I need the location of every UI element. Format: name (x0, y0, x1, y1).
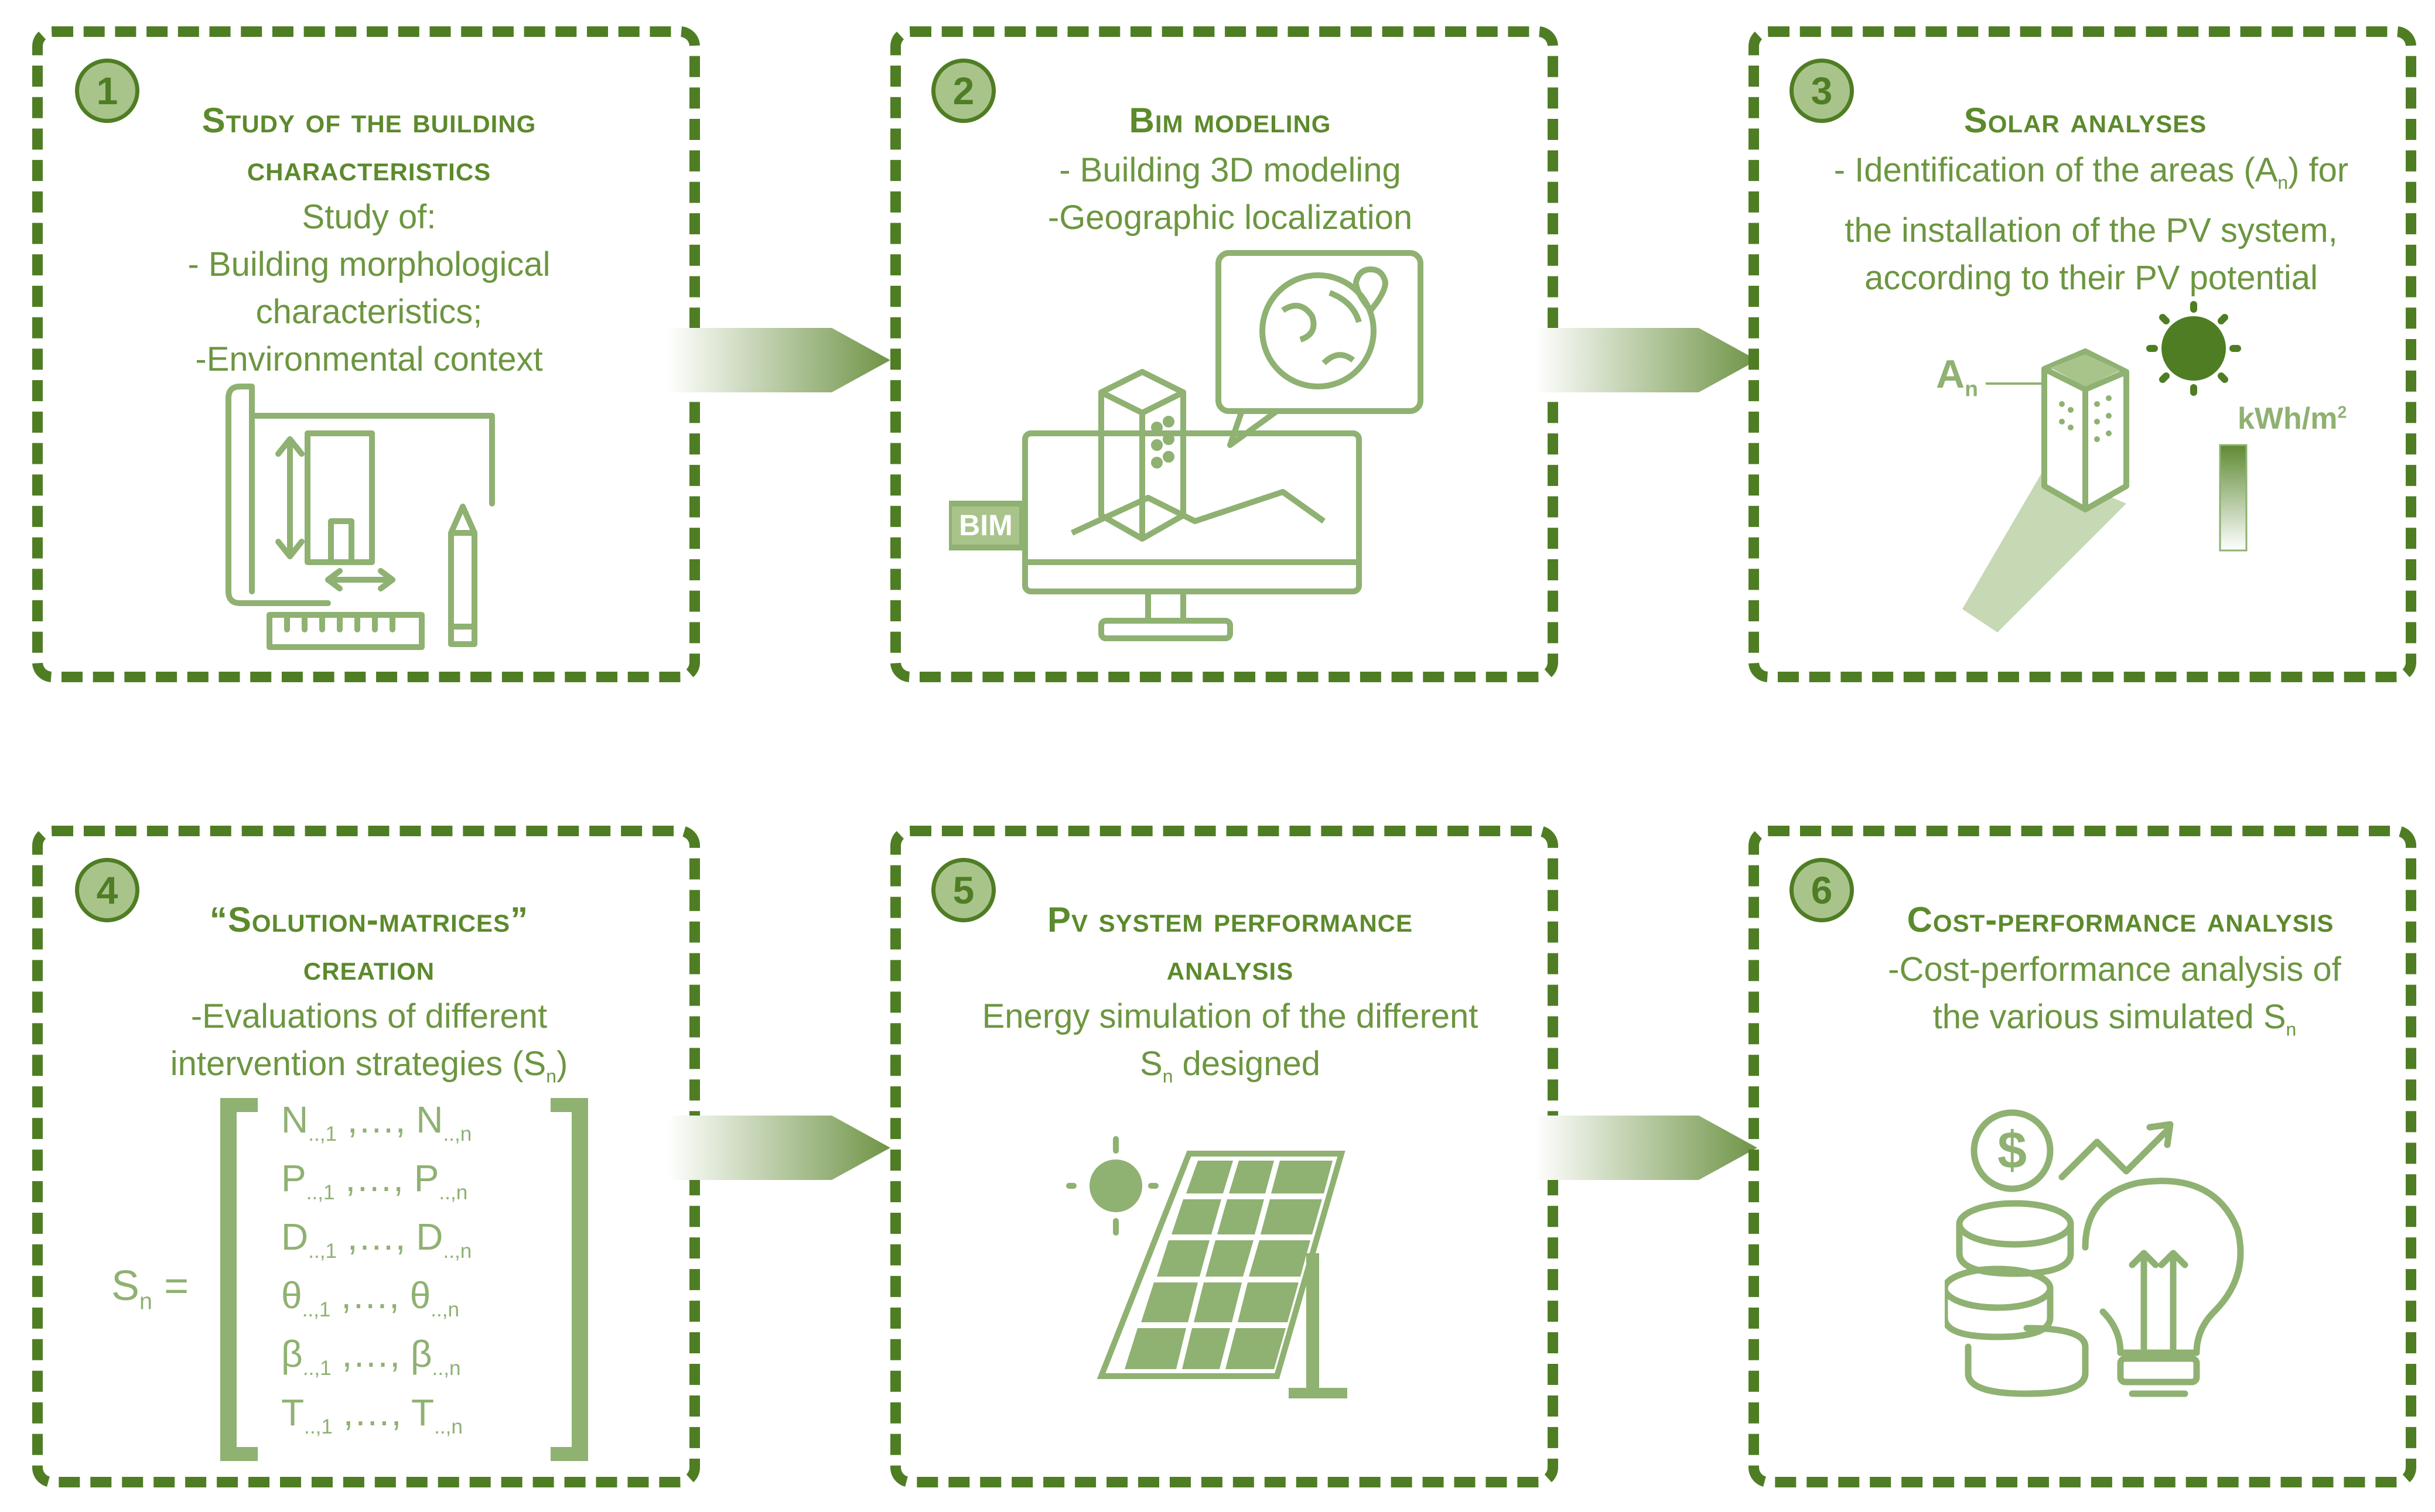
arrow-step-4-to-5 (668, 1116, 890, 1180)
step-1-body-line-3: characteristics; (255, 293, 483, 331)
step-6-body: -Cost-performance analysis of the variou… (1822, 946, 2407, 1053)
step-5-number: 5 (931, 858, 996, 922)
step-2-title-line-1: Bim modeling (1129, 101, 1331, 140)
step-5-body-line-1: Energy simulation of the different (982, 997, 1478, 1035)
step-6-body-line-2: the various simulated Sn (1932, 998, 2297, 1040)
area-label: An (1936, 352, 1978, 401)
step-6-body-line-1: -Cost-performance analysis of (1888, 950, 2341, 988)
step-6-box (1748, 826, 2416, 1487)
step-6-number: 6 (1789, 858, 1854, 922)
step-4-body-line-2: intervention strategies (Sn) (170, 1045, 568, 1087)
step-3-title: Solar analyses (1804, 97, 2366, 145)
step-3-body: - Identification of the areas (An) for t… (1792, 146, 2390, 302)
matrix-row-6: T..,1 ,…, T..,n (281, 1391, 463, 1438)
step-3-box (1748, 26, 2416, 682)
step-5-box (890, 826, 1558, 1487)
step-2-number: 2 (931, 59, 996, 123)
step-1-title-line-1: Study of the building (202, 101, 537, 140)
step-1-title: Study of the building characteristics (88, 97, 650, 193)
step-2-body: - Building 3D modeling -Geographic local… (949, 146, 1511, 241)
arrow-step-1-to-2 (668, 328, 890, 392)
step-1-title-line-2: characteristics (247, 149, 491, 188)
matrix-row-2: P..,1 ,…, P..,n (281, 1157, 468, 1204)
arrow-step-2-to-3 (1535, 328, 1757, 392)
svg-text:$: $ (1997, 1121, 2027, 1180)
step-4-body-line-1: -Evaluations of different (190, 997, 548, 1035)
step-6-title: Cost-performance analysis (1839, 896, 2402, 944)
matrix-row-3: D..,1 ,…, D..,n (281, 1216, 472, 1263)
step-4-title-line-1: “Solution-matrices” (209, 900, 529, 939)
step-1-body-line-2: - Building morphological (187, 245, 551, 283)
matrix-row-1: N..,1 ,…, N..,n (281, 1099, 472, 1145)
step-5-title-line-1: Pv system performance (1047, 900, 1413, 939)
matrix-brackets (220, 1098, 588, 1461)
step-2-title: Bim modeling (949, 97, 1511, 145)
step-5-body-line-2: Sn designed (1140, 1045, 1320, 1087)
arrow-step-5-to-6 (1535, 1116, 1757, 1180)
step-3-body-line-2: the installation of the PV system, (1845, 211, 2338, 249)
step-3-number: 3 (1789, 59, 1854, 123)
step-5-body: Energy simulation of the different Sn de… (937, 993, 1523, 1100)
step-5-title-line-2: analysis (1166, 948, 1294, 987)
unit-label: kWh/m2 (2238, 402, 2347, 436)
solar-panel-icon (1066, 1136, 1347, 1398)
matrix-lhs: Sn = (111, 1263, 189, 1315)
step-1-box (32, 26, 700, 682)
step-3-title-line-1: Solar analyses (1963, 101, 2207, 140)
step-4-title-line-2: creation (303, 948, 435, 987)
step-1-body: Study of: - Building morphological chara… (88, 193, 650, 383)
step-4-number: 4 (75, 858, 139, 922)
bim-badge-text: BIM (959, 509, 1013, 542)
step-2-box (890, 26, 1558, 682)
matrix-row-5: β..,1 ,…, β..,n (281, 1333, 461, 1380)
step-2-body-line-2: -Geographic localization (1047, 199, 1413, 237)
solar-building-icon (1962, 301, 2248, 632)
step-4-title: “Solution-matrices” creation (88, 896, 650, 992)
step-4-box (32, 826, 700, 1487)
step-1-body-line-1: Study of: (302, 198, 436, 236)
step-3-body-line-1: - Identification of the areas (An) for (1833, 151, 2349, 193)
coins-lightbulb-icon: $ (1945, 1109, 2244, 1397)
step-2-body-line-1: - Building 3D modeling (1059, 151, 1401, 189)
step-1-body-line-4: -Environmental context (195, 340, 543, 378)
step-3-body-line-3: according to their PV potential (1864, 258, 2318, 297)
step-6-title-line-1: Cost-performance analysis (1907, 900, 2334, 939)
bim-monitor-icon (949, 250, 1423, 641)
step-5-title: Pv system performance analysis (949, 896, 1511, 992)
step-1-number: 1 (75, 59, 139, 123)
step-4-body: -Evaluations of different intervention s… (88, 993, 650, 1100)
matrix-row-4: θ..,1 ,…, θ..,n (281, 1274, 460, 1321)
blueprint-icon (226, 384, 495, 650)
